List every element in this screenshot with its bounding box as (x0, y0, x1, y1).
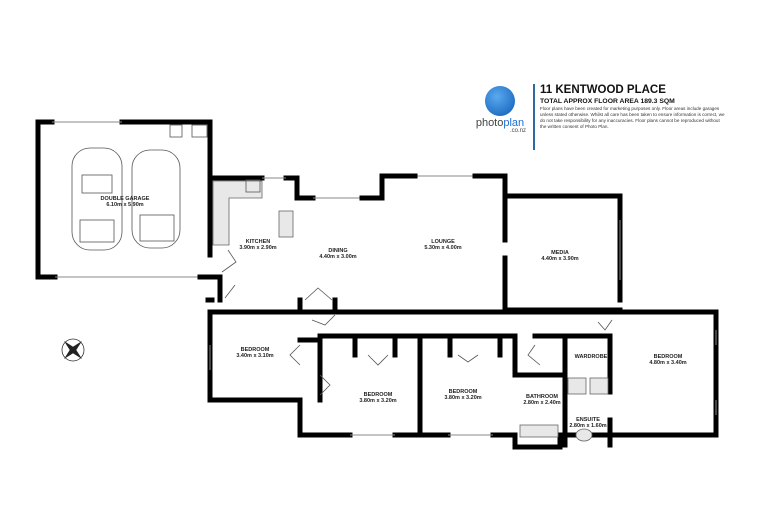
bathtub-icon (519, 424, 559, 438)
svg-text:LOUNGE: LOUNGE (431, 239, 455, 245)
photoplan-logo: photoplan .co.nz (470, 82, 530, 134)
svg-text:3.40m x 3.10m: 3.40m x 3.10m (236, 353, 273, 359)
sink-icon (191, 124, 208, 138)
svg-text:BATHROOM: BATHROOM (526, 394, 558, 400)
logo-word-plan: plan (503, 117, 525, 129)
disclaimer: Floor plans have been created for market… (540, 106, 725, 129)
house-icon (485, 86, 515, 116)
vanity-icon (567, 377, 587, 395)
svg-text:BEDROOM: BEDROOM (449, 389, 478, 395)
door-swing (221, 249, 333, 301)
toilet-icon (575, 428, 593, 442)
svg-text:DOUBLE GARAGE: DOUBLE GARAGE (101, 196, 150, 202)
compass-rose-icon (61, 338, 85, 362)
header-block: photoplan .co.nz 11 KENTWOOD PLACE TOTAL… (470, 82, 725, 152)
logo-domain: .co.nz (509, 128, 526, 134)
svg-text:4.80m x 3.40m: 4.80m x 3.40m (649, 360, 686, 366)
car-icon (71, 147, 123, 251)
car-icon (131, 149, 181, 249)
svg-text:6.10m x 5.90m: 6.10m x 5.90m (106, 202, 143, 208)
svg-text:3.80m x 3.20m: 3.80m x 3.20m (359, 398, 396, 404)
divider (533, 84, 535, 150)
door-swing (289, 314, 613, 396)
svg-text:4.40m x 3.90m: 4.40m x 3.90m (541, 256, 578, 262)
svg-text:ENSUITE: ENSUITE (576, 417, 600, 423)
logo-word-photo: photo (475, 117, 504, 129)
svg-text:BEDROOM: BEDROOM (364, 392, 393, 398)
svg-text:3.90m x 2.90m: 3.90m x 2.90m (239, 245, 276, 251)
svg-text:BEDROOM: BEDROOM (241, 347, 270, 353)
svg-text:KITCHEN: KITCHEN (246, 239, 270, 245)
svg-text:DINING: DINING (328, 248, 347, 254)
garage-walls (35, 119, 223, 288)
page-title: 11 KENTWOOD PLACE (540, 84, 666, 96)
svg-text:4.40m x 3.00m: 4.40m x 3.00m (319, 254, 356, 260)
svg-text:MEDIA: MEDIA (551, 250, 569, 256)
svg-text:3.80m x 3.20m: 3.80m x 3.20m (444, 395, 481, 401)
room-label-wardrobe: WARDROBE (575, 354, 608, 360)
kitchen-bench (212, 180, 263, 246)
cooktop-icon (245, 179, 261, 193)
svg-text:2.80m x 1.60m: 2.80m x 1.60m (569, 423, 606, 429)
tub-icon (169, 124, 183, 138)
bedroom-wing-walls (207, 309, 719, 450)
svg-text:2.80m x 2.40m: 2.80m x 2.40m (523, 400, 560, 406)
shower-icon (589, 377, 609, 395)
svg-text:WARDROBE: WARDROBE (575, 354, 608, 360)
kitchen-sink-icon (278, 210, 294, 238)
svg-text:5.30m x 4.00m: 5.30m x 4.00m (424, 245, 461, 251)
floor-area: TOTAL APPROX FLOOR AREA 189.3 SQM (540, 98, 675, 105)
svg-text:BEDROOM: BEDROOM (654, 354, 683, 360)
